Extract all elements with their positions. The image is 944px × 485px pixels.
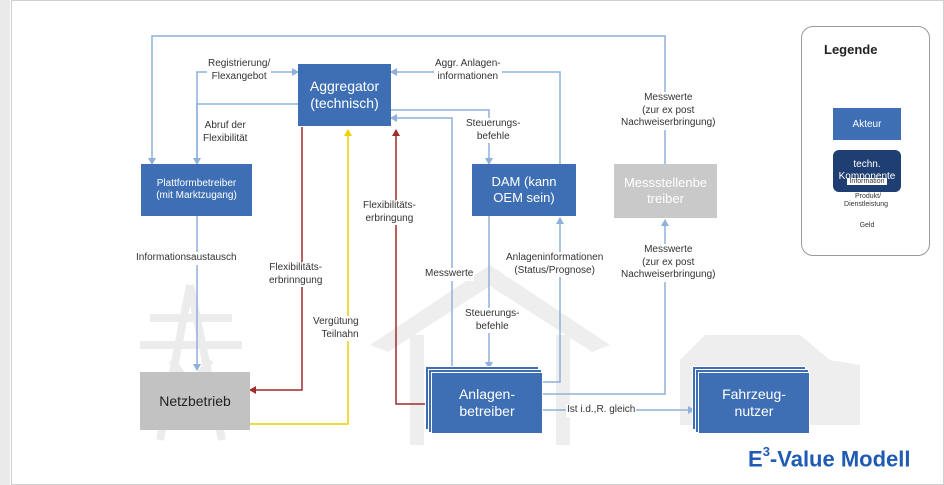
legend-title: Legende xyxy=(824,42,878,57)
messstellenbetreiber-node: Messstellenbe treiber xyxy=(614,164,717,218)
fahrzeugnutzer-stack: Fahrzeug- nutzer xyxy=(692,366,812,434)
label-informationsaustausch: Informationsaustausch xyxy=(135,252,238,265)
label-flex-erbringung-1: Flexibilitäts- erbringung xyxy=(362,200,417,225)
model-title: E3-Value Modell xyxy=(748,444,911,472)
legend-komponente: techn. Komponente xyxy=(833,150,901,192)
label-messwerte-2: Messwerte (zur ex post Nachweiserbringun… xyxy=(620,244,717,282)
label-steuerung-2: Steuerungs- befehle xyxy=(464,308,521,333)
left-strip xyxy=(0,0,10,485)
anlagenbetreiber-stack: Anlagen- betreiber xyxy=(425,366,545,434)
label-messwerte-1: Messwerte (zur ex post Nachweiserbringun… xyxy=(620,92,717,130)
dam-node: DAM (kann OEM sein) xyxy=(472,164,576,216)
label-anlageninformationen: Anlageninformationen (Status/Prognose) xyxy=(505,252,605,277)
pylon-watermark-icon xyxy=(140,284,242,441)
plattformbetreiber-node: Plattformbetreiber (mit Marktzugang) xyxy=(141,164,252,216)
aggregator-node: Aggregator (technisch) xyxy=(298,64,391,126)
legend-geld: Geld xyxy=(857,222,877,229)
legend-produkt: Produkt/ Dienstleistung xyxy=(844,193,890,209)
fahrzeugnutzer-node: Fahrzeug- nutzer xyxy=(698,372,810,434)
label-verguetung: Vergütung Teilnahn xyxy=(312,316,360,341)
label-abruf: Abruf der Flexibilität xyxy=(202,120,249,145)
legend-panel: Legende Akteur techn. Komponente Informa… xyxy=(801,26,930,256)
label-aggr-info: Aggr. Anlagen- informationen xyxy=(434,58,502,83)
netzbetrieb-node: Netzbetrieb xyxy=(140,372,250,430)
label-registrierung: Registrierung/ Flexangebot xyxy=(207,58,272,83)
label-messwerte-3: Messwerte xyxy=(424,268,475,281)
legend-akteur: Akteur xyxy=(833,108,901,140)
anlagenbetreiber-node: Anlagen- betreiber xyxy=(431,372,543,434)
label-flex-erbrinngung-2: Flexibilitäts- erbrinngung xyxy=(268,262,324,287)
label-steuerung-1: Steuerungs- befehle xyxy=(465,118,522,143)
label-ist-gleich: Ist i.d.,R. gleich xyxy=(566,404,637,417)
legend-information: Information xyxy=(847,178,887,185)
